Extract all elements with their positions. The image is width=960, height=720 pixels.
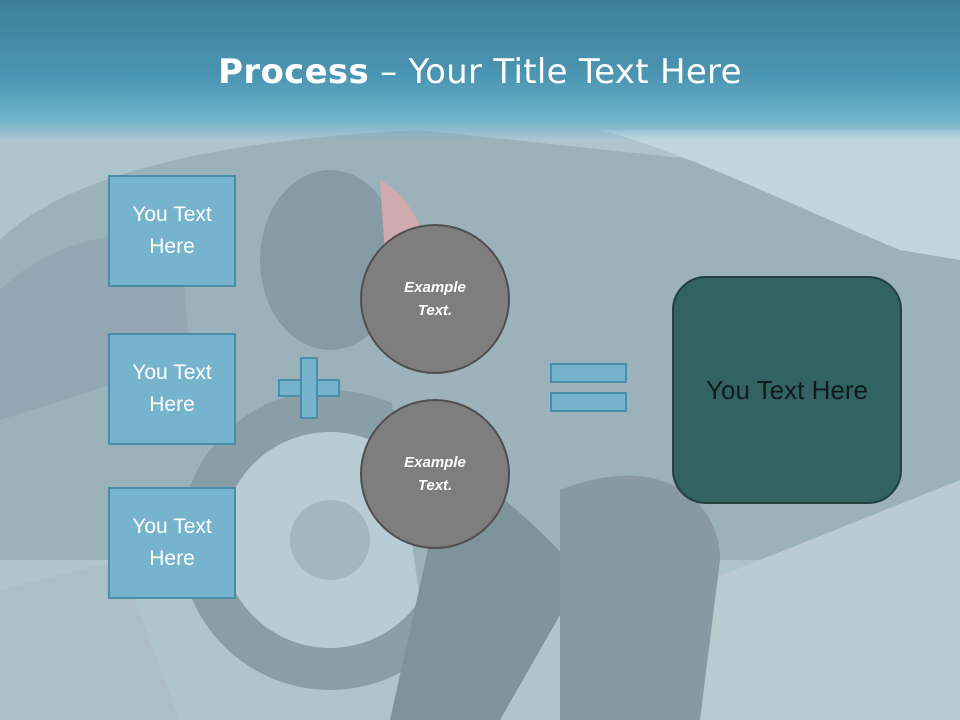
example-circle-1-label: Example Text. (404, 279, 466, 319)
slide-title[interactable]: Process – Your Title Text Here (0, 52, 960, 92)
example-circle-1[interactable]: Example Text. (360, 224, 510, 374)
example-circle-2-label: Example Text. (404, 454, 466, 494)
example-circle-2[interactable]: Example Text. (360, 399, 510, 549)
equals-bar-top (550, 363, 627, 383)
title-bold: Process (218, 52, 370, 92)
result-box[interactable]: You Text Here (672, 276, 902, 504)
equals-bar-bottom (550, 392, 627, 412)
text-box-3[interactable]: You Text Here (108, 487, 236, 599)
text-box-1[interactable]: You Text Here (108, 175, 236, 287)
plus-icon (278, 357, 340, 419)
result-label: You Text Here (706, 374, 868, 405)
title-rest: – Your Title Text Here (369, 52, 742, 92)
text-box-2[interactable]: You Text Here (108, 333, 236, 445)
title-band (0, 0, 960, 140)
